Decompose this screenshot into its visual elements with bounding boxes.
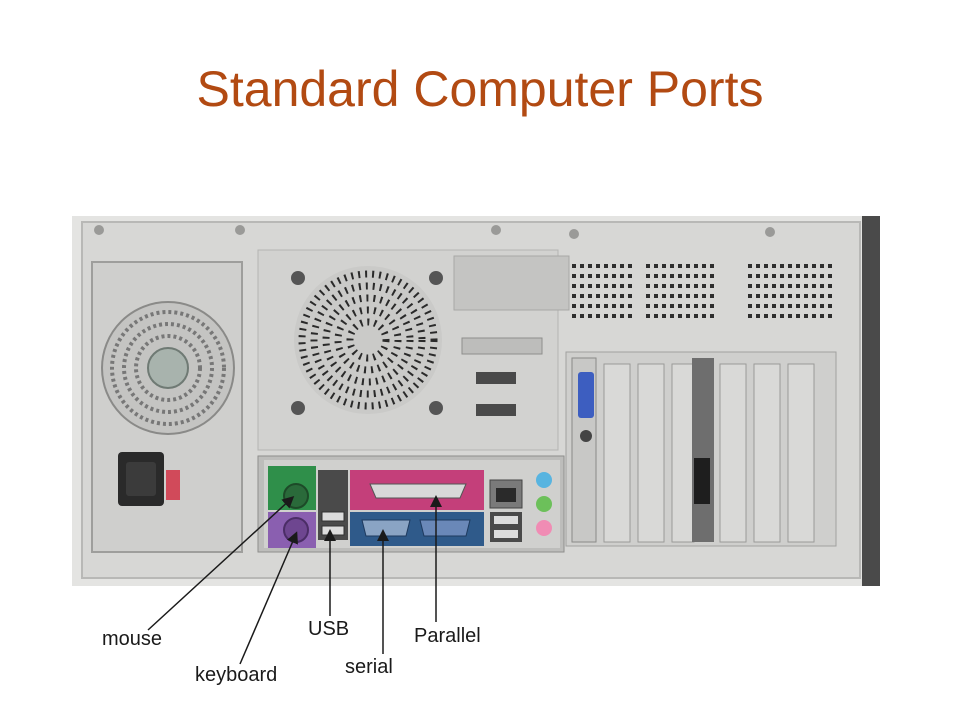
mouse-pointer-line — [147, 495, 295, 631]
usb-port-2 — [321, 525, 345, 536]
serial-label: serial — [345, 656, 393, 678]
vga-card-port — [578, 372, 594, 418]
parallel-label: Parallel — [414, 625, 481, 647]
io-shield — [257, 455, 565, 553]
mouse-label: mouse — [102, 628, 163, 650]
keyboard-label: keyboard — [195, 664, 278, 686]
chassis-side — [862, 216, 880, 586]
slide-title: Standard Computer Ports — [196, 61, 764, 117]
vga-port — [419, 519, 471, 537]
fan-grille — [291, 266, 443, 415]
usb-label: USB — [308, 618, 350, 640]
audio-mic — [536, 520, 552, 536]
mouse-port — [283, 483, 309, 509]
keyboard-pointer-line — [239, 531, 298, 665]
usb-port-1 — [321, 511, 345, 522]
audio-line-out — [536, 496, 552, 512]
parallel-port — [369, 483, 467, 499]
power-supply — [91, 261, 243, 553]
keyboard-port — [283, 517, 309, 543]
serial-port — [361, 519, 411, 537]
expansion-slots — [565, 351, 837, 547]
audio-line-in — [536, 472, 552, 488]
voltage-switch — [166, 470, 180, 500]
top-vents — [453, 255, 832, 318]
